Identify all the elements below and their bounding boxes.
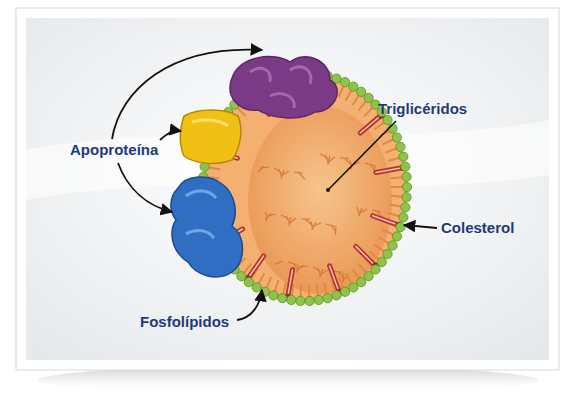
part-label: Triglicéridos [378, 100, 467, 118]
core-fibre [288, 262, 297, 265]
core-fibre [266, 213, 271, 220]
core-fibre [299, 173, 305, 180]
phospholipid-head [296, 296, 305, 305]
apoprotein-purple [230, 57, 337, 118]
phospholipid-head [402, 172, 411, 181]
phospholipid-head [399, 213, 408, 222]
phospholipid-head [357, 278, 366, 287]
phospholipid-head [388, 241, 397, 250]
cholesterol-highlight [360, 115, 381, 133]
apoprotein-yellow-shading [192, 120, 228, 126]
phospholipid-head [396, 222, 405, 231]
leader-line [328, 121, 396, 190]
core-fibre [372, 210, 381, 212]
cholesterol-molecule [288, 270, 293, 298]
phospholipid-head [364, 93, 373, 102]
leader-arrow [112, 50, 262, 139]
phospholipid-head [401, 203, 410, 212]
part-label: Colesterol [441, 219, 514, 237]
phospholipid-head [392, 232, 401, 241]
phospholipid-head [357, 87, 366, 96]
cholesterol-molecule [360, 115, 381, 133]
triglyceride-core [248, 106, 392, 294]
card-frame [16, 8, 559, 370]
core-fibre [340, 157, 349, 159]
core-fibre [274, 168, 282, 173]
phospholipid-head [305, 296, 314, 305]
phospholipid-head [244, 278, 253, 287]
phospholipid-head [392, 133, 401, 142]
core-fibre [294, 172, 303, 173]
apoprotein-purple-shading [250, 67, 311, 108]
phospholipid-head [278, 294, 287, 303]
cholesterol-highlight [373, 216, 399, 226]
phospholipid-head [340, 78, 349, 87]
leader-arrow [404, 225, 437, 228]
phospholipid-head [332, 291, 341, 300]
core-fibre [320, 154, 328, 158]
apoprotein-yellow [180, 110, 241, 163]
core-fibre [281, 215, 289, 219]
cholesterol-highlight [288, 270, 293, 298]
phospholipid-head [323, 294, 332, 303]
phospholipid-head [287, 295, 296, 304]
cholesterol-molecule [248, 256, 264, 279]
core-fibre [357, 207, 360, 216]
phospholipid-head [314, 295, 323, 304]
phospholipid-head [383, 249, 392, 258]
phospholipid-head [340, 287, 349, 296]
core-fibre [275, 261, 283, 264]
phospholipid-head [252, 283, 261, 292]
core-fibre [365, 163, 374, 166]
core-fibre [306, 220, 313, 226]
core-fibre [258, 166, 264, 172]
core-texture [258, 154, 383, 282]
leader-arrow [118, 163, 172, 212]
cholesterol-molecule [373, 216, 399, 226]
card-ground [26, 18, 549, 360]
leader-arrow [160, 131, 181, 140]
cholesterol-highlight [376, 168, 404, 173]
core-fibre [326, 224, 335, 226]
part-label: Fosfolípidos [140, 313, 229, 331]
apoprotein-blue [171, 177, 243, 277]
core-fibre [301, 218, 310, 219]
phospholipid-head [269, 291, 278, 300]
apoprotein-blue-shading [186, 191, 216, 238]
phospholipid-head [402, 193, 411, 202]
phospholipid-head [349, 82, 358, 91]
phospholipid-head [371, 265, 380, 274]
phospholipid-head [349, 283, 358, 292]
leader-dot [326, 188, 330, 192]
phospholipid-head [399, 152, 408, 161]
cholesterol-molecule [330, 266, 340, 292]
core-fibre [279, 169, 282, 178]
phospholipid-head [396, 142, 405, 151]
phospholipid-head [377, 257, 386, 266]
cholesterol-highlight [330, 266, 340, 292]
phospholipid-head [364, 272, 373, 281]
cholesterol-molecule [376, 168, 404, 173]
part-label: Apoproteína [70, 141, 158, 159]
phospholipid-head [402, 182, 411, 191]
cholesterol-highlight [356, 246, 376, 266]
cholesterol-molecule [356, 246, 376, 266]
phospholipid-head [237, 272, 246, 281]
core-fibre [345, 159, 352, 165]
leader-arrow [237, 290, 262, 320]
core-fibre [265, 212, 267, 221]
phospholipid-head [401, 162, 410, 171]
core-fibre [313, 267, 321, 272]
cholesterol-highlight [248, 256, 264, 279]
core-fibre [318, 268, 321, 277]
